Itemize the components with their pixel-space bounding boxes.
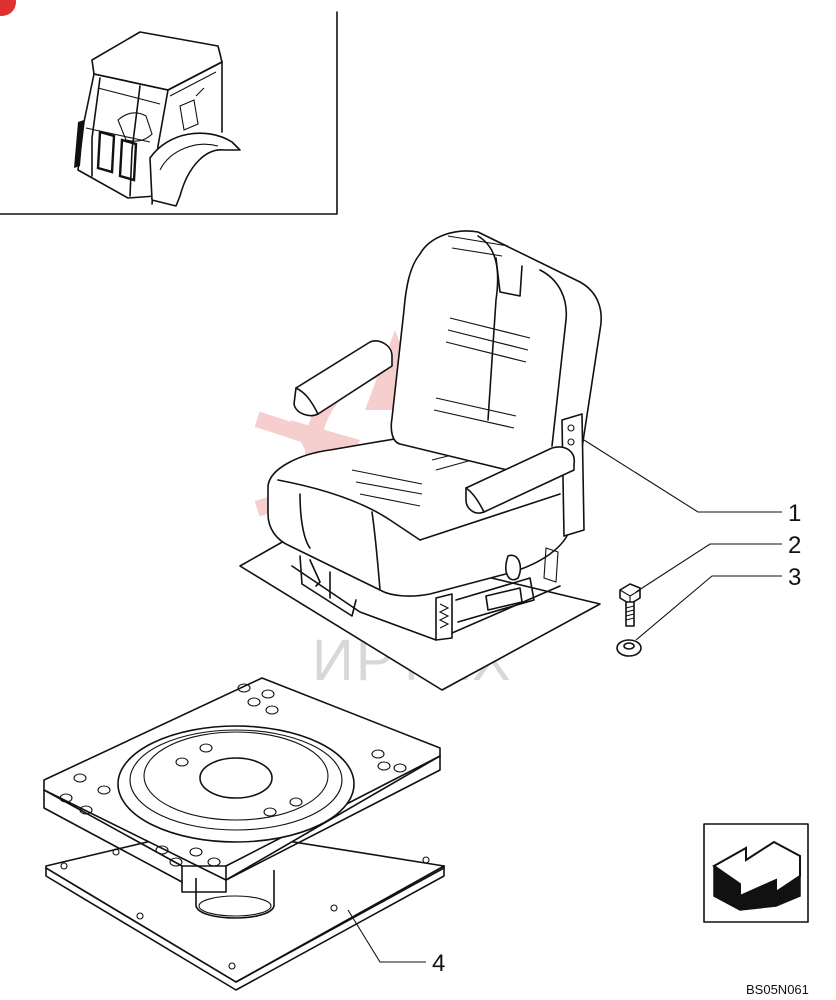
washer [616, 639, 642, 657]
arrow-back-icon[interactable] [712, 840, 801, 911]
drawing-code: BS05N061 [746, 982, 809, 997]
operator-seat [239, 230, 602, 691]
tractor-cab-icon [74, 31, 241, 207]
corner-marker [0, 0, 16, 16]
leader-lines [347, 439, 782, 963]
callout-2: 2 [788, 532, 801, 559]
hex-bolt [619, 583, 641, 627]
navigation-box[interactable] [703, 823, 809, 923]
leader-line-1 [583, 439, 782, 513]
callout-3: 3 [788, 564, 801, 591]
callout-4: 4 [432, 950, 445, 977]
leader-line-2 [635, 543, 782, 593]
callout-1: 1 [788, 500, 801, 527]
inset-panel [0, 11, 338, 215]
leader-line-3 [635, 575, 782, 641]
leader-line-4 [347, 909, 426, 963]
swivel-plate-assembly [43, 677, 445, 991]
